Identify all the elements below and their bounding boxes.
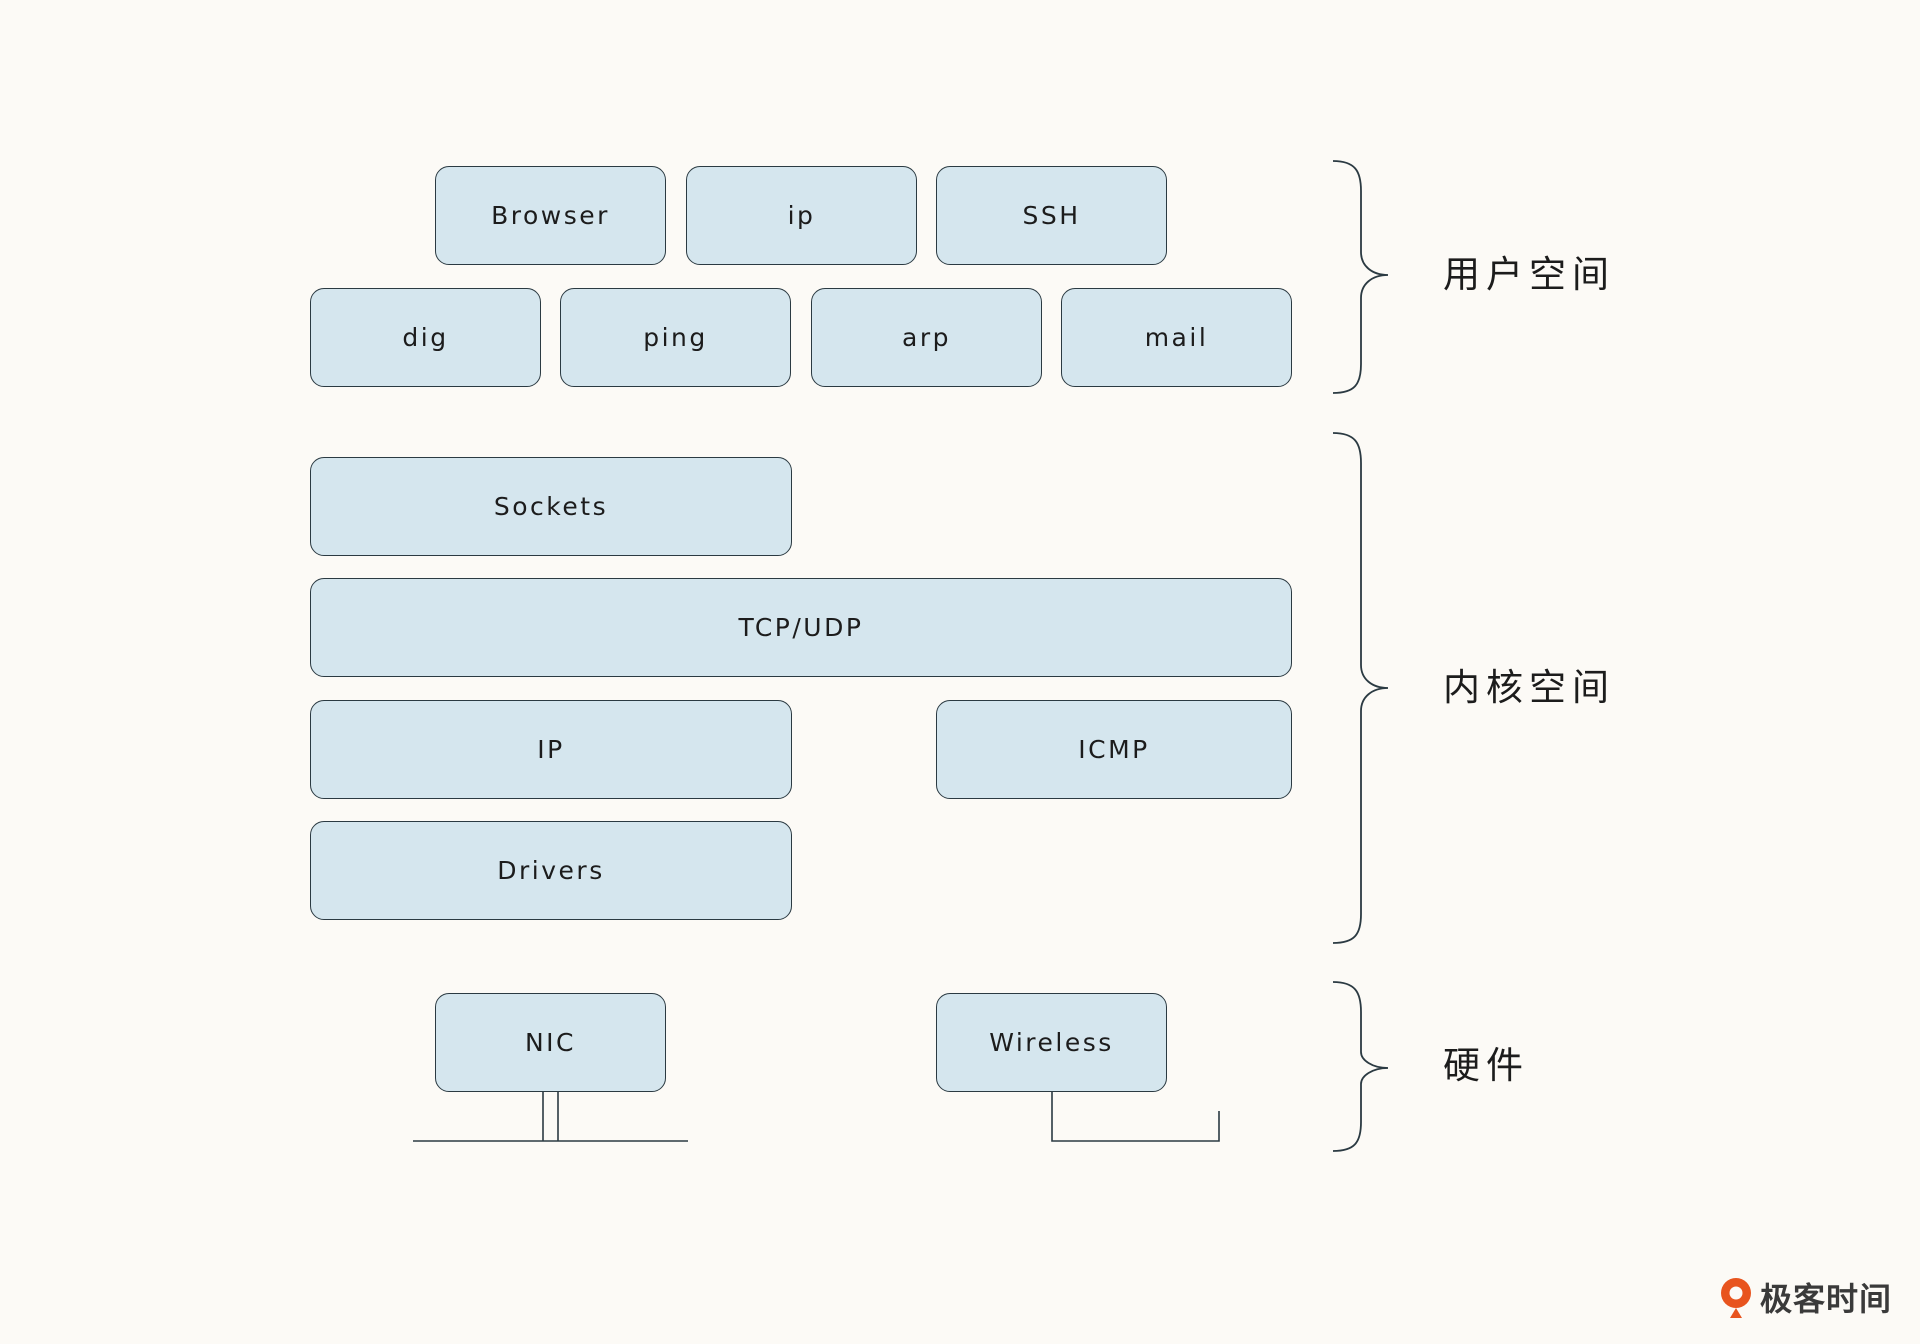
ssh-box: SSH	[936, 166, 1167, 265]
icmp-box: ICMP	[936, 700, 1292, 799]
user-space-label: 用户空间	[1443, 253, 1615, 296]
wireless-label: Wireless	[989, 1028, 1114, 1057]
hardware-label: 硬件	[1443, 1044, 1529, 1087]
arp-box: arp	[811, 288, 1042, 387]
hardware-brace	[1332, 981, 1389, 1152]
ping-box: ping	[560, 288, 791, 387]
nic-label: NIC	[524, 1028, 577, 1057]
geektime-logo: 极客时间	[1716, 1274, 1892, 1320]
browser-label: Browser	[491, 201, 610, 230]
sockets-box: Sockets	[310, 457, 792, 556]
geektime-logo-icon	[1720, 1278, 1751, 1318]
tcp-udp-label: TCP/UDP	[738, 613, 864, 642]
sockets-label: Sockets	[493, 492, 609, 521]
dig-label: dig	[402, 323, 449, 352]
wireless-box: Wireless	[936, 993, 1167, 1092]
ssh-label: SSH	[1022, 201, 1081, 230]
tcp-udp-box: TCP/UDP	[310, 578, 1292, 677]
mail-label: mail	[1144, 323, 1209, 352]
arp-label: arp	[902, 323, 951, 352]
kernel-space-label: 内核空间	[1443, 666, 1615, 709]
kernel-space-brace	[1332, 432, 1389, 944]
ip-tool-label: ip	[787, 201, 816, 230]
nic-box: NIC	[435, 993, 666, 1092]
drivers-box: Drivers	[310, 821, 792, 920]
mail-box: mail	[1061, 288, 1292, 387]
ping-label: ping	[643, 323, 708, 352]
browser-box: Browser	[435, 166, 666, 265]
ip-tool-box: ip	[686, 166, 917, 265]
ip-label: IP	[537, 735, 565, 764]
wireless-antenna-line	[1051, 1092, 1220, 1142]
geektime-logo-text: 极客时间	[1759, 1280, 1892, 1318]
ip-box: IP	[310, 700, 792, 799]
user-space-brace	[1332, 160, 1389, 394]
dig-box: dig	[310, 288, 541, 387]
icmp-label: ICMP	[1078, 735, 1150, 764]
drivers-label: Drivers	[497, 856, 605, 885]
